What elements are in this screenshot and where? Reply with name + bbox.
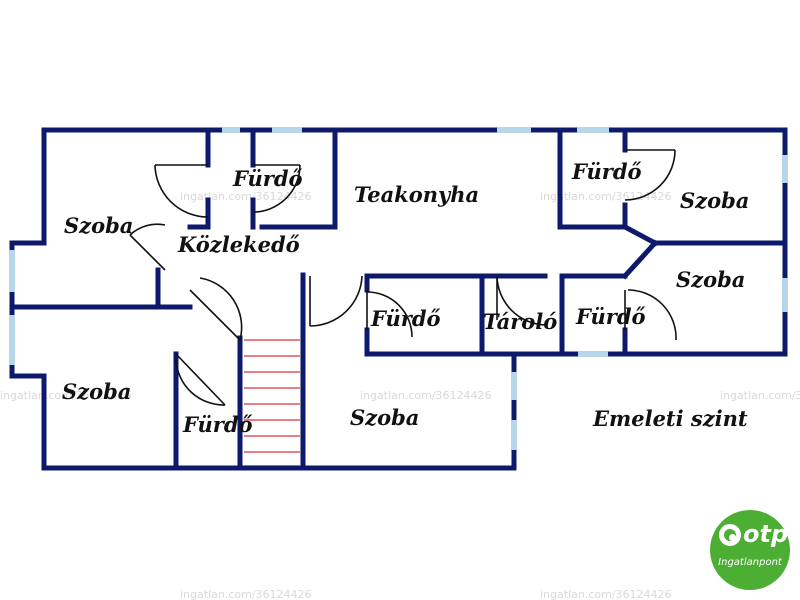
room-label-furdo-top-left: Fürdő: [232, 166, 303, 191]
watermark: ingatlan.com/36124426: [180, 588, 312, 600]
watermark: ingatlan.com/36124426: [540, 190, 672, 203]
room-label-furdo-bottom-left: Fürdő: [182, 412, 253, 437]
doors: [129, 149, 677, 406]
room-label-szoba-right-mid: Szoba: [676, 267, 745, 292]
logo-name: otp: [743, 520, 789, 548]
room-label-kozlekedo: Közlekedő: [177, 232, 300, 257]
room-label-furdo-right-mid: Fürdő: [575, 304, 646, 329]
floor-caption: Emeleti szint: [592, 406, 748, 431]
room-label-teakonyha: Teakonyha: [354, 182, 479, 207]
watermark: ingatlan.com/36124426: [360, 389, 492, 402]
room-labels: Szoba Fürdő Teakonyha Fürdő Szoba Közlek…: [62, 159, 749, 437]
watermark: ingatlan.com/36124426: [540, 588, 672, 600]
room-label-szoba-bottom-left: Szoba: [62, 379, 131, 404]
watermarks: ingatlan.com/36124426 ingatlan.com/36124…: [0, 190, 800, 600]
watermark: ingatlan.com/36124426: [720, 389, 800, 402]
room-label-furdo-top-right: Fürdő: [571, 159, 642, 184]
otp-logo-mark-icon: [719, 524, 741, 546]
watermark: ingatlan.com/36124426: [180, 190, 312, 203]
room-label-szoba-bottom-center: Szoba: [350, 405, 419, 430]
otp-logo: otp Ingatlanpont: [710, 510, 790, 590]
room-label-szoba-top-left: Szoba: [64, 213, 133, 238]
room-label-furdo-mid: Fürdő: [370, 306, 441, 331]
staircase: [244, 339, 300, 467]
logo-subtitle: Ingatlanpont: [718, 557, 782, 568]
watermark: ingatlan.com/36124426: [0, 389, 132, 402]
windows: [9, 127, 788, 450]
room-label-tarolo: Tároló: [483, 309, 557, 334]
room-label-szoba-top-right: Szoba: [680, 188, 749, 213]
